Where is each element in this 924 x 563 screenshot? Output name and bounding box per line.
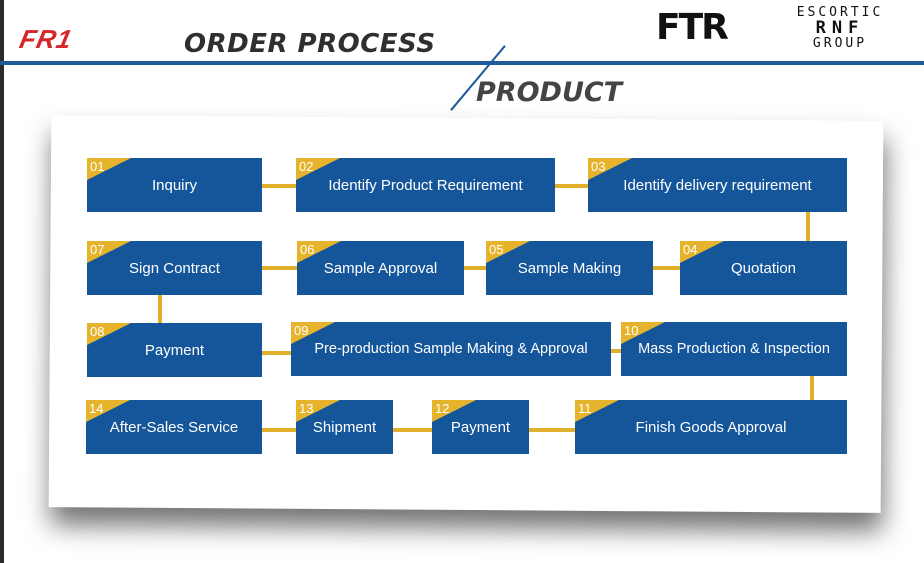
step-number: 01 — [90, 159, 105, 174]
step-identify-product-requirement: 02 Identify Product Requirement — [296, 158, 555, 212]
connector-09-10 — [610, 349, 622, 353]
connector-10-11 — [810, 374, 814, 400]
step-number: 07 — [90, 242, 105, 257]
step-label: Pre-production Sample Making & Approval — [314, 341, 588, 357]
step-number: 09 — [294, 323, 309, 338]
connector-12-13 — [392, 428, 433, 432]
step-quotation: 04 Quotation — [680, 241, 847, 295]
step-number: 12 — [435, 401, 450, 416]
step-number: 13 — [299, 401, 314, 416]
connector-03-04 — [806, 211, 810, 242]
step-label: Payment — [144, 341, 205, 359]
step-sample-approval: 06 Sample Approval — [297, 241, 464, 295]
step-number: 08 — [90, 324, 105, 339]
step-number: 11 — [578, 401, 592, 416]
step-label: Inquiry — [151, 176, 198, 194]
step-label: Quotation — [730, 259, 797, 277]
step-sample-making: 05 Sample Making — [486, 241, 653, 295]
step-number: 05 — [489, 242, 504, 257]
connector-07-08 — [158, 294, 162, 324]
step-shipment: 13 Shipment — [296, 400, 393, 454]
step-payment-12: 12 Payment — [432, 400, 529, 454]
page-title: ORDER PROCESS — [184, 29, 436, 59]
step-identify-delivery-requirement: 03 Identify delivery requirement — [588, 158, 847, 212]
brand-line-3: GROUP — [812, 36, 868, 51]
step-label: Sample Making — [517, 259, 622, 277]
step-number: 03 — [591, 159, 606, 174]
step-sign-contract: 07 Sign Contract — [87, 241, 262, 295]
step-label: Finish Goods Approval — [635, 418, 787, 436]
step-label: Shipment — [312, 418, 377, 436]
step-mass-production-inspection: 10 Mass Production & Inspection — [621, 322, 847, 376]
step-pre-production-sample: 09 Pre-production Sample Making & Approv… — [291, 322, 611, 376]
connector-08-09 — [262, 351, 292, 355]
brand-logo-text: ESCORTIC RNF GROUP — [770, 6, 910, 51]
header-rule — [0, 61, 924, 65]
step-label: After-Sales Service — [109, 418, 239, 436]
connector-02-03 — [555, 184, 589, 188]
step-label: Sign Contract — [129, 259, 220, 277]
step-number: 04 — [683, 242, 698, 257]
connector-13-14 — [262, 428, 297, 432]
step-label: Sample Approval — [323, 259, 438, 277]
step-number: 02 — [299, 159, 314, 174]
fr1-logo: FR1 — [16, 24, 76, 54]
step-payment-08: 08 Payment — [87, 323, 262, 377]
step-number: 14 — [89, 401, 104, 416]
step-number: 06 — [300, 242, 315, 257]
connector-11-12 — [528, 428, 576, 432]
connector-01-02 — [262, 184, 297, 188]
step-label: Identify Product Requirement — [328, 176, 523, 194]
brand-logo-mark: FTR — [656, 7, 729, 48]
step-label: Payment — [450, 418, 511, 436]
connector-06-07 — [262, 266, 298, 270]
step-label: Identify delivery requirement — [623, 176, 812, 194]
connector-04-05 — [653, 266, 681, 270]
step-finish-goods-approval: 11 Finish Goods Approval — [575, 400, 847, 454]
step-after-sales-service: 14 After-Sales Service — [86, 400, 262, 454]
window-left-edge — [0, 0, 4, 563]
brand-line-1: ESCORTIC — [796, 5, 884, 20]
step-number: 10 — [624, 323, 639, 338]
step-inquiry: 01 Inquiry — [87, 158, 262, 212]
page-subtitle: PRODUCT — [476, 77, 623, 108]
connector-05-06 — [464, 266, 487, 270]
step-label: Mass Production & Inspection — [638, 341, 830, 357]
brand-line-2: RNF — [815, 18, 865, 38]
